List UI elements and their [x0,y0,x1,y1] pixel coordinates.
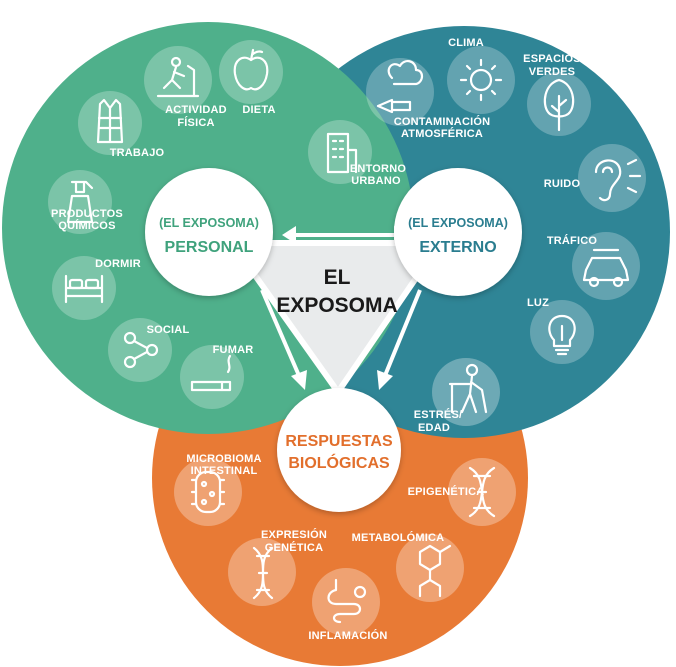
item-entorno-urbano: ENTORNO URBANO [308,120,406,187]
item-social-label: SOCIAL [147,324,190,336]
item-social: SOCIAL [108,318,189,382]
item-dieta-label: DIETA [242,104,275,116]
item-inflamacion: INFLAMACIÓN [308,568,387,642]
center-title-line1: EL [324,266,351,289]
item-dormir: DORMIR [52,256,141,320]
hub-personal-line1: (EL EXPOSOMA) [159,216,259,230]
arrowhead-left [282,226,296,244]
hub-respuestas-circle [277,388,401,512]
item-dieta: DIETA [219,40,283,116]
item-dormir-label: DORMIR [95,258,141,270]
elderly-icon [432,358,500,426]
item-productos-quimicos-line2: QUÍMICOS [58,219,115,232]
hub-personal: (EL EXPOSOMA) PERSONAL [145,168,273,296]
item-microbioma: MICROBIOMA INTESTINAL [174,453,261,526]
item-productos-quimicos: PRODUCTOS QUÍMICOS [48,170,123,234]
item-trafico: TRÁFICO [547,232,640,300]
item-contaminacion-line2: ATMOSFÉRICA [401,127,483,140]
network-icon [108,318,172,382]
sun-icon [447,46,515,114]
hub-externo-circle [394,168,522,296]
ear-icon [578,144,646,212]
arrow-personal-respuestas [260,289,302,379]
item-estres-edad: ESTRÉS/ EDAD [414,358,500,434]
hub-externo: (EL EXPOSOMA) EXTERNO [394,168,522,296]
item-trabajo: TRABAJO [78,91,165,159]
item-espacios-verdes: ESPACIOS VERDES [523,53,591,136]
item-luz: LUZ [527,297,594,364]
hub-respuestas: RESPUESTAS BIOLÓGICAS [277,388,401,512]
item-clima: CLIMA [447,37,515,114]
hub-respuestas-line1: RESPUESTAS [285,433,393,450]
arrow-externo-respuestas [382,289,422,379]
item-metabolomica: METABOLÓMICA [352,531,464,602]
item-luz-label: LUZ [527,297,549,309]
item-fumar-label: FUMAR [213,344,254,356]
item-productos-quimicos-line1: PRODUCTOS [51,208,123,220]
item-inflamacion-label: INFLAMACIÓN [308,629,387,642]
item-epigenetica-label: EPIGENÉTICA [408,485,485,498]
arrowhead-down-left [291,370,307,390]
item-ruido-label: RUIDO [544,178,581,190]
item-estres-edad-line1: ESTRÉS/ [414,408,462,421]
item-expresion-genetica-line1: EXPRESIÓN [261,528,327,541]
item-trabajo-label: TRABAJO [110,147,165,159]
item-contaminacion: CONTAMINACIÓN ATMOSFÉRICA [366,58,490,140]
item-metabolomica-label: METABOLÓMICA [352,531,445,544]
item-microbioma-line2: INTESTINAL [191,465,258,477]
item-epigenetica: EPIGENÉTICA [408,458,516,526]
hub-externo-line2: EXTERNO [419,239,496,256]
item-fumar: FUMAR [180,344,253,409]
center-triangle [229,240,443,395]
molecule-icon [396,534,464,602]
hub-respuestas-line2: BIOLÓGICAS [288,453,390,472]
hub-personal-line2: PERSONAL [165,239,254,256]
item-trafico-label: TRÁFICO [547,234,598,247]
item-contaminacion-line1: CONTAMINACIÓN [394,115,491,128]
item-actividad-fisica: ACTIVIDAD FÍSICA [144,46,227,129]
hub-externo-line1: (EL EXPOSOMA) [408,216,508,230]
item-espacios-verdes-line1: ESPACIOS [523,53,581,65]
item-entorno-urbano-line2: URBANO [351,175,401,187]
item-estres-edad-line2: EDAD [418,422,450,434]
arrowhead-down-right [377,370,393,390]
item-expresion-genetica: EXPRESIÓN GENÉTICA [228,528,327,606]
center-title-line2: EXPOSOMA [276,294,397,317]
item-actividad-fisica-line1: ACTIVIDAD [165,104,227,116]
item-ruido: RUIDO [544,144,646,212]
intestine-icon [312,568,380,636]
item-clima-label: CLIMA [448,37,484,49]
item-expresion-genetica-line2: GENÉTICA [265,541,323,554]
spray-bottle-icon [48,170,112,234]
item-microbioma-line1: MICROBIOMA [186,453,261,465]
item-actividad-fisica-line2: FÍSICA [177,116,214,129]
apple-icon [219,40,283,104]
hub-personal-circle [145,168,273,296]
bacteria-icon [174,458,242,526]
item-entorno-urbano-line1: ENTORNO [350,163,406,175]
item-espacios-verdes-line2: VERDES [529,66,575,78]
